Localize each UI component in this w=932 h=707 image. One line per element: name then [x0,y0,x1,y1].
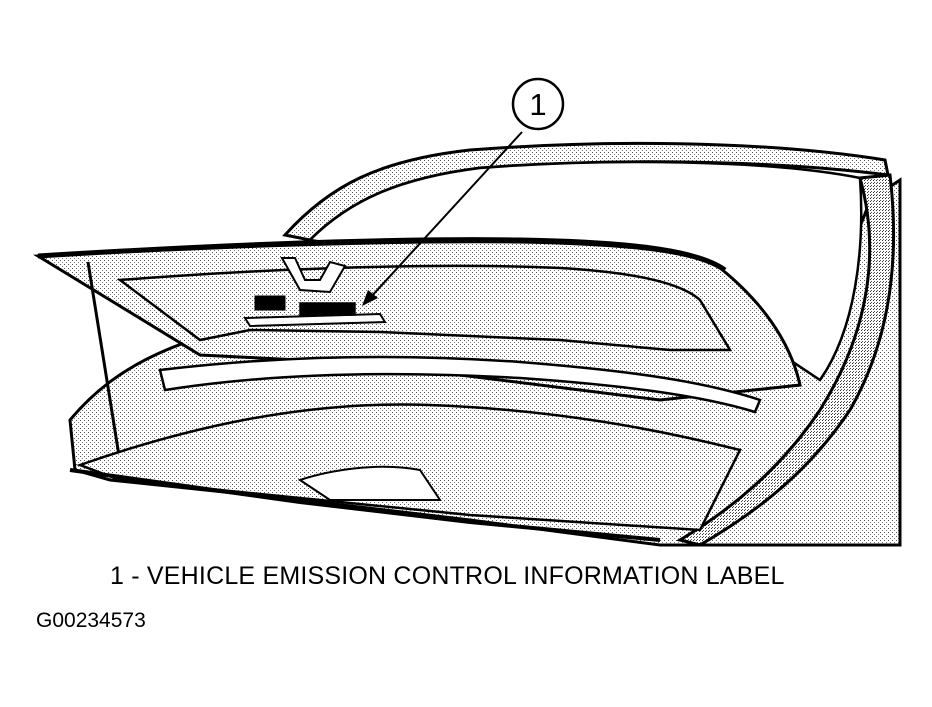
cowl-crossbar [158,355,762,414]
emission-control-label [299,302,356,316]
callout-leader-line [369,131,523,299]
engine-component [297,465,442,501]
callout-number: 1 [529,87,546,122]
hood-inner-frame [116,264,733,352]
figure-caption: 1 - VEHICLE EMISSION CONTROL INFORMATION… [110,562,785,590]
callout-circle [511,77,565,131]
a-pillar [676,173,896,547]
callout-arrowhead [362,290,378,306]
hood-latch-bracket [280,257,347,294]
engine-compartment-floor [76,403,742,532]
figure-id: G00234573 [36,609,146,632]
hood-edge [37,237,727,273]
hood-prop-rod [86,261,122,463]
front-bumper-edge [69,468,661,542]
hood-tag [254,295,286,311]
